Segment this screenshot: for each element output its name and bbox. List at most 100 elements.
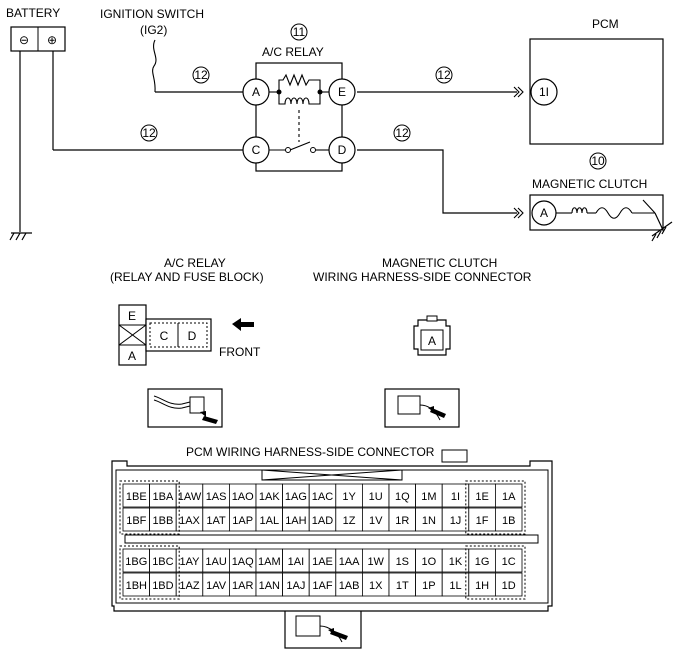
- pcm-connector-pin-label: 1AO: [232, 491, 254, 503]
- clutch-pin-a: A: [540, 206, 548, 220]
- pcm-connector-cell: [494, 483, 523, 508]
- pcm-connector-pin-label: 1M: [421, 491, 436, 503]
- pcm-label: PCM: [592, 17, 619, 31]
- pcm-connector-pin-label: 1P: [422, 580, 435, 592]
- relay-connector-sub: (RELAY AND FUSE BLOCK): [110, 270, 264, 284]
- callout-10: 10: [591, 154, 605, 168]
- pcm-connector-pin-label: 1AX: [179, 515, 200, 527]
- pcm-connector-pin-label: 1G: [475, 556, 490, 568]
- pcm-connector-cell: [494, 572, 523, 597]
- relay-conn-pin-a: A: [128, 349, 136, 363]
- pcm-connector-pin-label: 1AY: [180, 556, 201, 568]
- ignition-switch: IGNITION SWITCH (IG2): [100, 7, 204, 93]
- relay-pin-e: E: [338, 85, 346, 99]
- pcm-connector-pin-label: 1T: [396, 580, 409, 592]
- pcm-connector-pin-label: 1AA: [339, 556, 360, 568]
- clutch-connector-sub: WIRING HARNESS-SIDE CONNECTOR: [313, 270, 532, 284]
- relay-conn-pin-e: E: [128, 309, 136, 323]
- pcm-connector-pin-label: 1BB: [153, 515, 174, 527]
- clutch-conn-pin-a: A: [428, 334, 436, 348]
- pcm-connector-pin-label: 1AB: [339, 580, 360, 592]
- front-label: FRONT: [219, 345, 261, 359]
- callout-12: 12: [142, 126, 156, 140]
- relay-pin-a: A: [252, 85, 260, 99]
- relay-probe-icon: [147, 388, 223, 428]
- pcm-connector-cell: [494, 507, 523, 532]
- pcm-connector-pin-label: 1BA: [153, 491, 174, 503]
- pcm-connector-pin-label: 1V: [369, 515, 383, 527]
- relay-label: A/C RELAY: [262, 45, 324, 59]
- wire-callouts: 12 12 12 12: [140, 66, 453, 142]
- pcm-connector-pin-label: 1AI: [288, 556, 305, 568]
- pcm-connector-pin-label: 1AR: [232, 580, 253, 592]
- pcm-connector-pin-label: 1J: [450, 515, 462, 527]
- clutch-ground-icon: [651, 212, 673, 242]
- pin-group-outline: [119, 545, 180, 600]
- pcm-connector-pin-label: 1AL: [260, 515, 280, 527]
- connector-arrow-icon: [513, 86, 524, 219]
- pcm-connector-pin-label: 1AS: [206, 491, 227, 503]
- pcm-connector-pin-label: 1F: [476, 515, 489, 527]
- pcm-connector-pin-label: 1W: [367, 556, 384, 568]
- pcm-connector-pin-label: 1AN: [259, 580, 280, 592]
- pcm-connector-pin-label: 1H: [475, 580, 489, 592]
- pcm-connector-pin-label: 1AK: [259, 491, 280, 503]
- pcm-connector-pin-label: 1Y: [342, 491, 356, 503]
- pcm-connector-pin-label: 1I: [451, 491, 460, 503]
- relay-connector-title: A/C RELAY: [164, 256, 226, 270]
- pcm-connector-pin-label: 1BH: [126, 580, 147, 592]
- pcm-pin-1i: 1I: [539, 85, 549, 99]
- pcm-connector-cell: [494, 548, 523, 573]
- pcm-connector-pin-label: 1X: [369, 580, 383, 592]
- pcm-connector-pin-label: 1Q: [395, 491, 410, 503]
- ignition-switch-sub-label: (IG2): [140, 23, 167, 37]
- callout-11: 11: [293, 25, 306, 39]
- battery-minus-terminal: ⊖: [19, 33, 29, 47]
- ac-relay: 11 A/C RELAY A E C D: [242, 23, 356, 172]
- pcm-connector-pin-label: 1AU: [205, 556, 226, 568]
- battery-plus-terminal: ⊕: [47, 33, 57, 47]
- pcm-connector-pin-label: 1AJ: [286, 580, 305, 592]
- pcm-connector-pin-label: 1O: [422, 556, 437, 568]
- pcm-connector-pin-label: 1C: [502, 556, 516, 568]
- wire-break-icon: [152, 39, 157, 93]
- pin-group-outline: [465, 545, 526, 600]
- clutch-label: MAGNETIC CLUTCH: [532, 177, 647, 191]
- pcm-connector-pin-label: 1AC: [312, 491, 333, 503]
- pcm-connector-pin-label: 1AG: [285, 491, 307, 503]
- relay-pin-d: D: [338, 143, 347, 157]
- pin-group-outline: [465, 480, 526, 535]
- pcm-probe-icon: [284, 607, 362, 649]
- pcm-connector-pin-label: 1BE: [126, 491, 147, 503]
- wires: [53, 91, 517, 214]
- pcm: PCM 1I: [529, 17, 664, 145]
- pcm-connector-pin-label: 1K: [449, 556, 463, 568]
- pcm-connector-pin-label: 1AE: [312, 556, 333, 568]
- pcm-connector-pin-label: 1AV: [206, 580, 227, 592]
- pcm-connector-pin-label: 1AQ: [232, 556, 254, 568]
- pcm-connector-pin-label: 1S: [396, 556, 409, 568]
- pcm-connector-pin-label: 1BF: [126, 515, 146, 527]
- pcm-connector-pin-label: 1AZ: [179, 580, 199, 592]
- pcm-connector-pin-label: 1AF: [312, 580, 332, 592]
- callout-12: 12: [194, 68, 208, 82]
- pcm-connector-pin-label: 1Z: [343, 515, 356, 527]
- pcm-connector-pin-label: 1AM: [258, 556, 281, 568]
- coil-icon: [556, 199, 656, 219]
- pcm-connector-pin-label: 1BG: [125, 556, 147, 568]
- battery-ground-icon: [9, 232, 32, 241]
- relay-conn-pin-c: C: [160, 329, 169, 343]
- pcm-connector-pin-label: 1AH: [285, 515, 306, 527]
- callout-12: 12: [437, 68, 451, 82]
- clutch-connector-title: MAGNETIC CLUTCH: [382, 256, 497, 270]
- callout-12: 12: [395, 126, 409, 140]
- pcm-connector-pin-label: 1R: [395, 515, 409, 527]
- pcm-connector-pin-label: 1U: [369, 491, 383, 503]
- pcm-connector-pin-label: 1AT: [206, 515, 226, 527]
- relay-connector: E A C D: [118, 304, 212, 366]
- ignition-switch-label: IGNITION SWITCH: [100, 7, 204, 21]
- pcm-connector-pin-label: 1AD: [312, 515, 333, 527]
- battery-label: BATTERY: [6, 6, 60, 20]
